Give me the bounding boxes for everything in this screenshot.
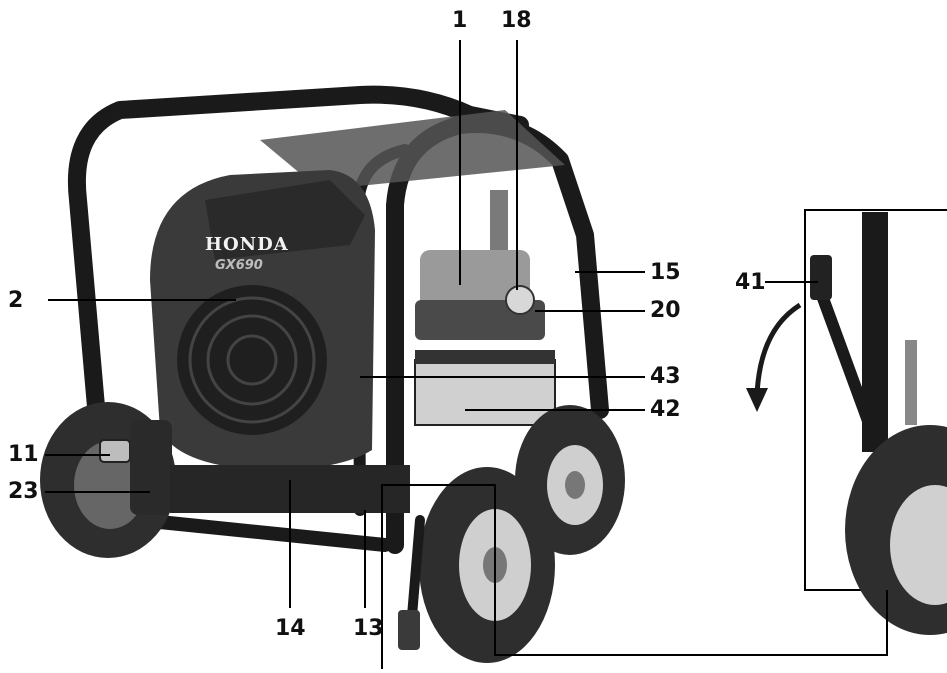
- brake-lever: [398, 515, 425, 650]
- top-cover-plate: [260, 110, 565, 190]
- engine-model-text: GX690: [215, 258, 263, 273]
- callout-43: 43: [650, 364, 681, 389]
- leader-lines: [45, 40, 888, 669]
- pump-assembly: [415, 190, 545, 340]
- callout-13: 13: [353, 616, 384, 641]
- engine-brand-text: HONDA: [205, 234, 289, 255]
- rotation-arrow: [754, 302, 802, 396]
- engine: [150, 170, 375, 470]
- callout-18: 18: [501, 8, 532, 33]
- engine-top-cover: [205, 180, 365, 260]
- engine-fan-grille: [177, 285, 327, 435]
- rotation-arrowhead: [746, 388, 768, 412]
- callout-14: 14: [275, 616, 306, 641]
- leader-inset-link: [381, 484, 888, 669]
- callout-42: 42: [650, 397, 681, 422]
- callout-23: 23: [8, 479, 39, 504]
- callout-20: 20: [650, 298, 681, 323]
- callout-2: 2: [8, 288, 24, 313]
- battery: [414, 350, 556, 426]
- detail-inset: [746, 209, 947, 635]
- callout-15: 15: [650, 260, 681, 285]
- callout-41: 41: [735, 270, 766, 295]
- callout-11: 11: [8, 442, 39, 467]
- pressure-gauge: [505, 285, 535, 315]
- front-right-wheel: [419, 467, 555, 663]
- frame-top-rail: [68, 85, 529, 519]
- inset-lever: [814, 284, 881, 446]
- callout-1: 1: [452, 8, 468, 33]
